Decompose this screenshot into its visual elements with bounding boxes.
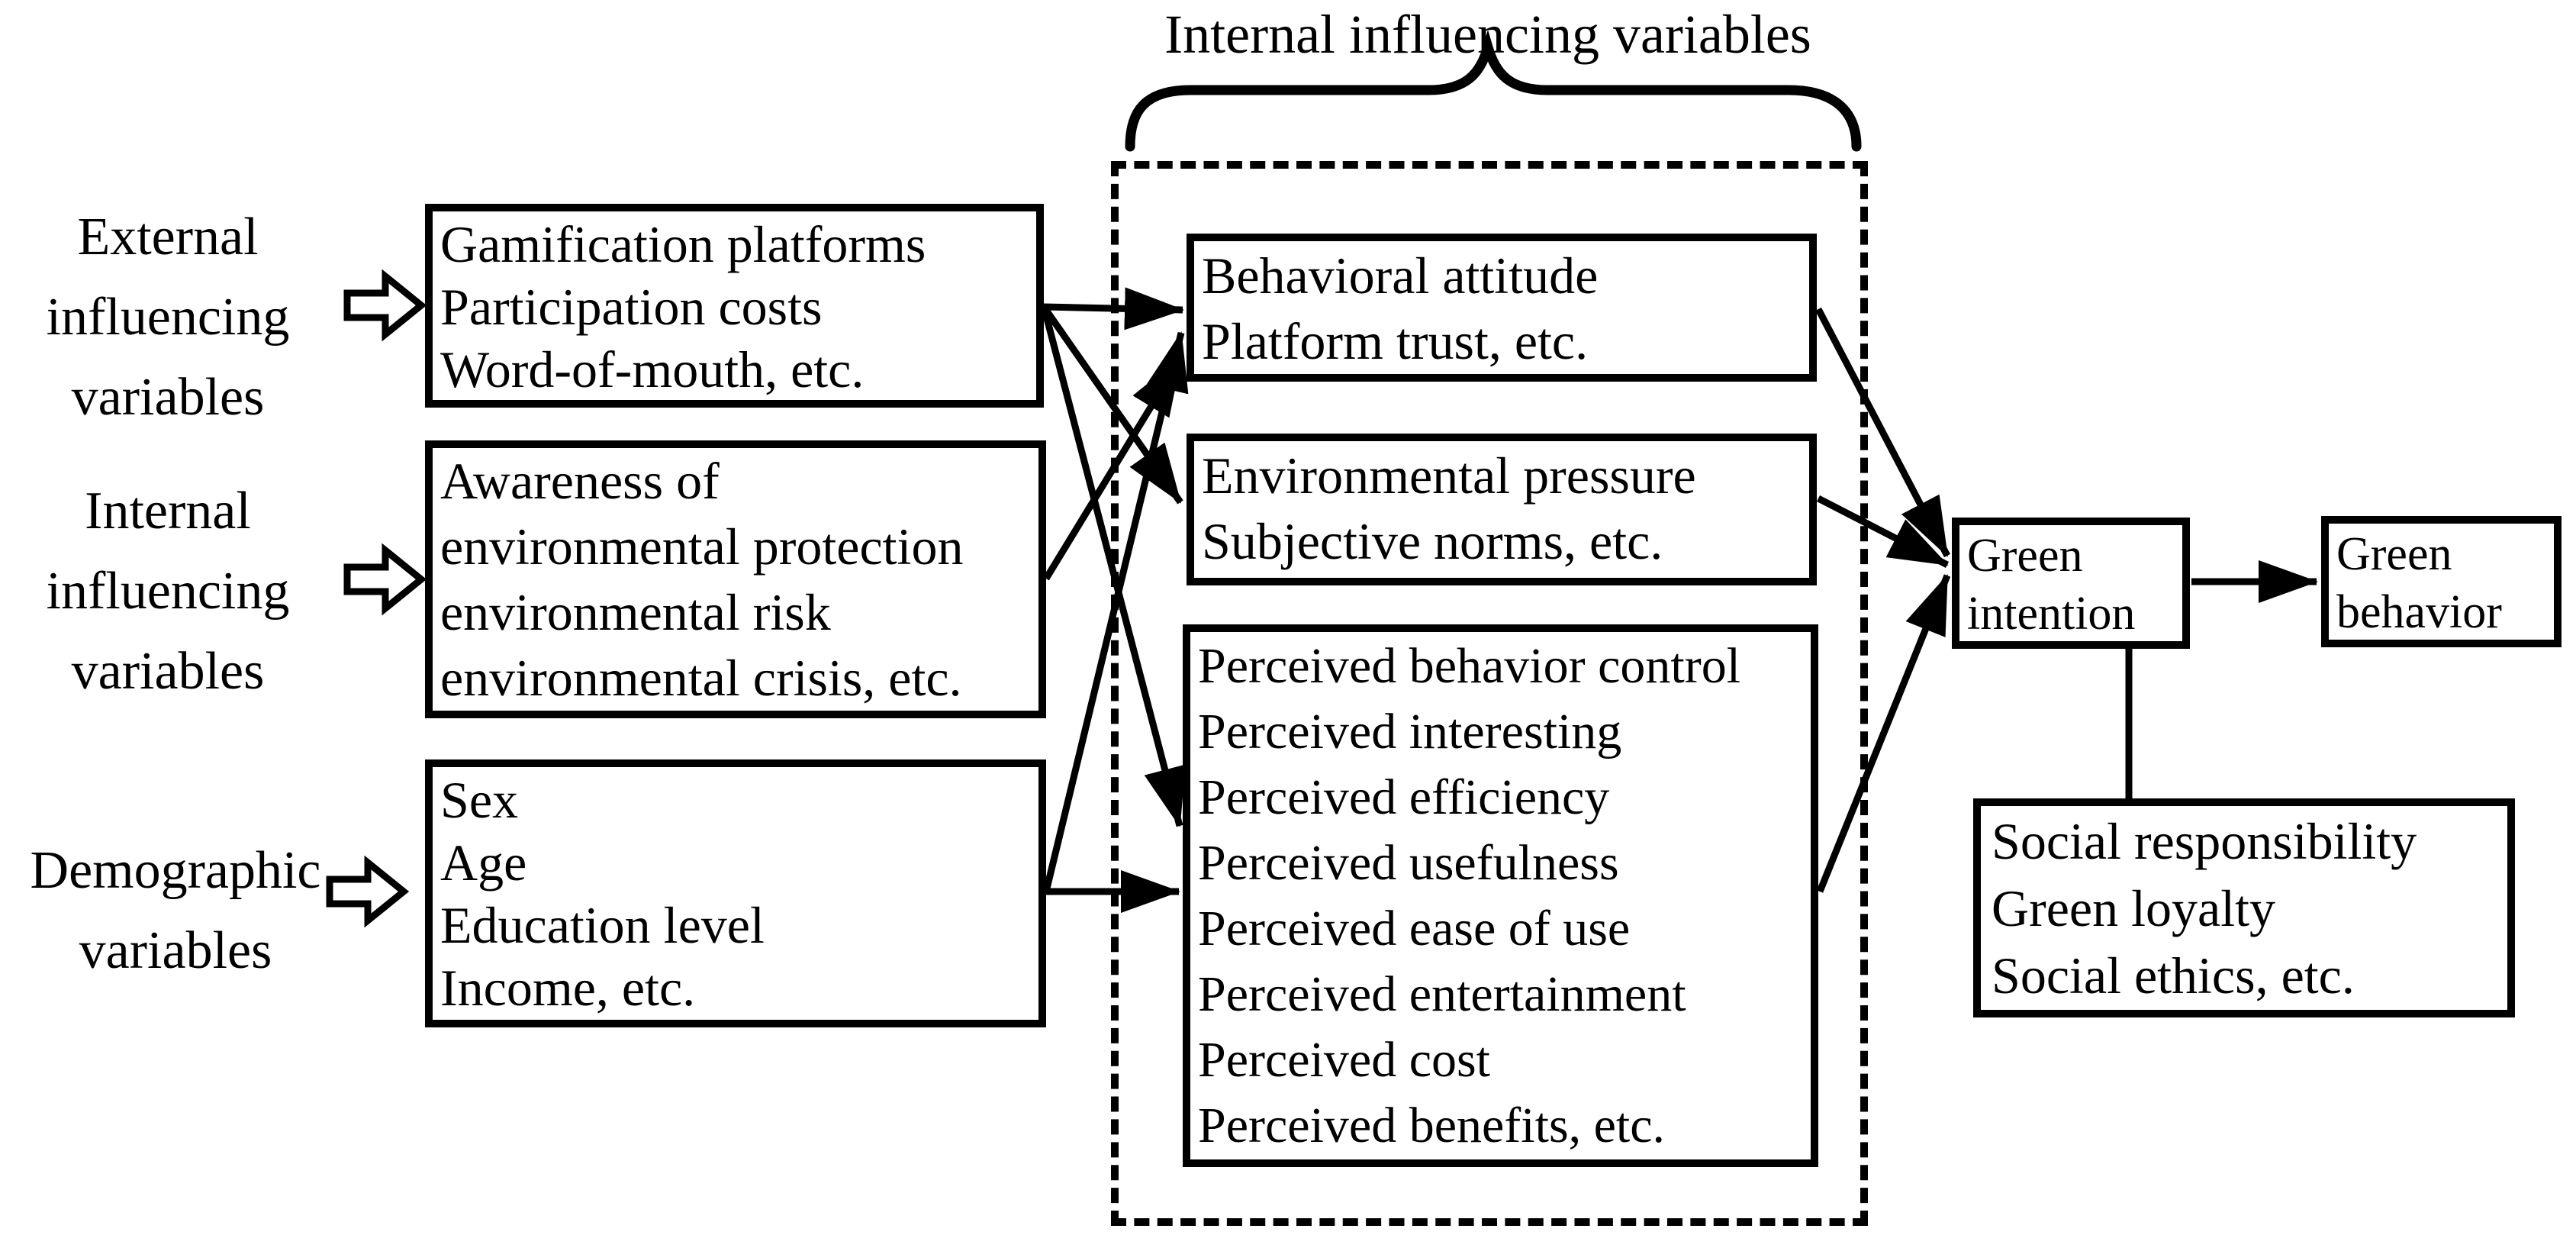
arrow-perceived-to-intention [1816,574,1951,893]
brace-icon [1125,29,1862,152]
box-external-factors: Gamification platforms Participation cos… [425,204,1044,408]
arrow-attitude-to-intention [1815,307,1950,558]
block-arrow-internal-icon [343,543,427,616]
box-green-behavior: Green behavior [2321,516,2562,647]
label-internal-influencing-variables: Internal influencing variables [46,482,290,701]
label-external-influencing-variables: External influencing variables [46,208,290,427]
box-moderators: Social responsibility Green loyalty Soci… [1973,798,2515,1017]
internal-variables-group-border [1111,161,1868,1226]
box-behavioral-attitude: Behavioral attitude Platform trust, etc. [1187,234,1817,382]
label-demographic-variables: Demographic variables [30,841,321,980]
block-arrow-demographic-icon [326,855,410,928]
box-environmental-pressure: Environmental pressure Subjective norms,… [1187,434,1817,585]
box-demographic-factors: Sex Age Education level Income, etc. [425,759,1046,1027]
block-arrow-external-icon [343,269,427,342]
group-title: Internal influencing variables [1164,4,1811,65]
box-green-intention: Green intention [1952,518,2190,649]
arrow-pressure-to-intention [1816,495,1950,569]
box-perceived-factors: Perceived behavior control Perceived int… [1183,624,1818,1167]
box-internal-factors: Awareness of environmental protection en… [425,440,1046,718]
